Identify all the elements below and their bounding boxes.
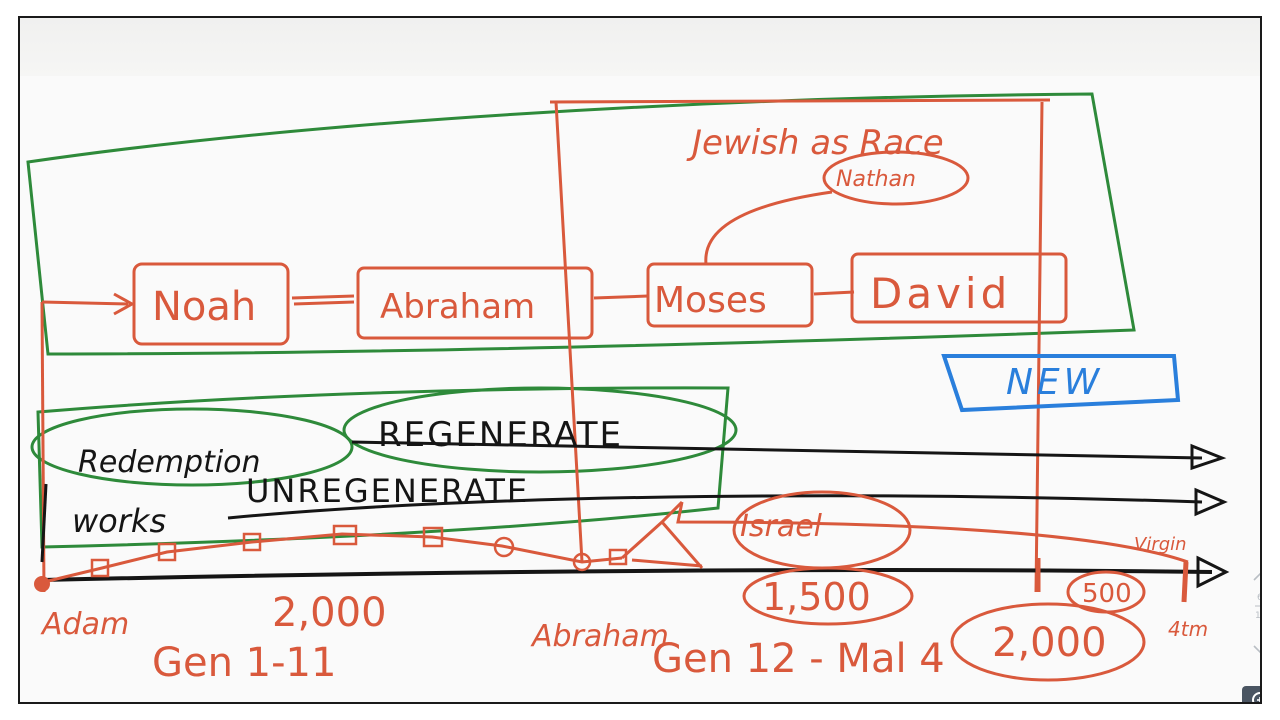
ellipse-2000b [950, 602, 1146, 682]
label-4tm: 4tm [1168, 617, 1208, 641]
abraham-box [356, 266, 594, 340]
israel-long-line [676, 501, 1189, 564]
genealogy-chain [43, 532, 623, 584]
label-jewish: Jewish as Race [686, 123, 944, 163]
arrow-unregenerate [1194, 487, 1228, 517]
green-outline-lower [36, 386, 730, 549]
label-virgin: Virgin [1134, 534, 1187, 555]
whiteboard-canvas: Jewish as Race Nathan Noah Abraham Moses… [26, 92, 1230, 686]
label-gen2: Gen 12 - Mal 4 [652, 636, 945, 682]
gen-square-5 [422, 526, 444, 548]
nathan-ellipse [822, 150, 970, 206]
green-outline-top [26, 92, 1136, 356]
arrow-base [1196, 555, 1230, 589]
label-new: NEW [1006, 362, 1103, 403]
marker-end [1181, 561, 1189, 603]
red-frame-jewish [549, 98, 1051, 593]
adam-dot [34, 576, 50, 592]
zoom-in-icon [1252, 692, 1260, 702]
gen-circle-7 [572, 552, 592, 572]
label-2000b: 2,000 [992, 620, 1107, 666]
label-adam: Adam [40, 607, 129, 642]
label-redemption: Redemption [78, 445, 261, 480]
page-number-total: 18 [1255, 611, 1262, 621]
redemption-ellipse [30, 407, 354, 487]
label-noah: Noah [152, 284, 256, 330]
gen-square-2 [157, 542, 177, 562]
gen-circle-6 [493, 536, 515, 558]
chevron-up-icon[interactable] [1253, 572, 1262, 581]
works-bracket [40, 483, 48, 563]
label-regenerate: REGENERATE [378, 415, 623, 455]
top-band [20, 18, 1260, 76]
chevron-down-icon[interactable] [1253, 645, 1262, 654]
arrow-regenerate [1190, 443, 1227, 471]
timeline-base [41, 568, 1213, 582]
page-scroll-indicator[interactable]: 6 18 [1245, 558, 1262, 668]
page-number-current: 6 [1257, 593, 1262, 603]
label-israel: Israel [740, 509, 823, 544]
start-arrow-head [113, 292, 136, 316]
label-2000a: 2,000 [272, 590, 387, 636]
regenerate-ellipse [342, 386, 738, 474]
israel-branch [620, 500, 704, 569]
connector-abraham-moses [593, 294, 649, 300]
label-1500: 1,500 [762, 575, 871, 619]
label-nathan: Nathan [836, 167, 916, 192]
label-abraham: Abraham [380, 287, 535, 327]
moses-box [646, 262, 814, 328]
gen-square-3 [242, 532, 262, 552]
connector-moses-david [813, 290, 855, 296]
connector-moses-nathan [704, 190, 833, 265]
connector-noah-abraham [291, 294, 355, 306]
gen-square-8 [608, 548, 628, 566]
david-box [850, 252, 1068, 324]
label-david: David [870, 269, 1011, 318]
timeline-regenerate [351, 440, 1203, 460]
noah-box [132, 262, 290, 346]
new-box [941, 354, 1181, 413]
label-abraham-bottom: Abraham [530, 619, 669, 654]
label-gen1: Gen 1-11 [152, 640, 336, 686]
gen-square-1 [90, 558, 110, 578]
label-unregenerate: UNREGENERATE [246, 472, 529, 510]
gen-square-4 [332, 524, 358, 546]
label-works: works [72, 502, 166, 540]
timeline-unregenerate [227, 494, 1203, 520]
whiteboard-frame: Jewish as Race Nathan Noah Abraham Moses… [18, 16, 1262, 704]
start-arrow-line [41, 300, 129, 306]
zoom-in-button[interactable] [1242, 686, 1260, 702]
label-moses: Moses [654, 280, 767, 321]
label-500: 500 [1082, 579, 1132, 609]
ellipse-1500 [742, 566, 914, 626]
